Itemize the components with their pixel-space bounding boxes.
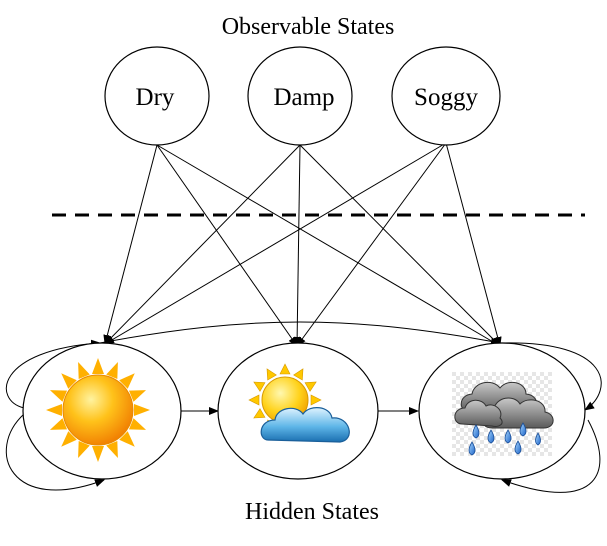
observable-node-dry xyxy=(104,46,210,146)
edge-rainy-self-loop-top xyxy=(499,342,602,411)
edge-soggy-to-rainy xyxy=(445,142,502,347)
sun-icon xyxy=(46,358,150,462)
observable-label-soggy: Soggy xyxy=(414,84,478,111)
observable-state-damp: Damp xyxy=(247,46,353,146)
observable-node-damp xyxy=(247,46,353,146)
emission-edges xyxy=(103,142,502,347)
edge-dry-to-rainy xyxy=(156,144,501,347)
edge-damp-to-rainy xyxy=(299,144,501,347)
observable-state-soggy: Soggy xyxy=(391,46,501,146)
hidden-state-sunny xyxy=(22,342,182,480)
partly-cloudy-icon xyxy=(248,363,350,443)
edge-dry-to-sunny xyxy=(103,144,158,345)
edge-sunny-to-rainy-arc xyxy=(99,321,501,346)
edge-damp-to-sunny xyxy=(104,144,301,345)
edge-soggy-to-sunny xyxy=(104,142,447,345)
hidden-state-cloudy xyxy=(217,342,379,480)
hidden-state-rainy xyxy=(418,342,586,480)
observable-label-damp: Damp xyxy=(273,84,334,111)
rain-cloud-icon xyxy=(452,372,554,456)
edge-sunny-self-loop-top xyxy=(5,339,101,409)
edge-soggy-to-cloudy xyxy=(296,142,447,347)
transition-edges xyxy=(5,321,602,493)
hidden-states-title: Hidden States xyxy=(245,499,379,525)
edge-damp-to-cloudy xyxy=(293,144,302,347)
observable-state-dry: Dry xyxy=(104,46,210,146)
observable-label-dry: Dry xyxy=(136,84,175,111)
edge-rainy-self-loop-bottom xyxy=(501,419,601,493)
observable-node-soggy xyxy=(391,46,501,146)
observable-states-title: Observable States xyxy=(222,14,395,40)
edge-dry-to-cloudy xyxy=(156,144,298,347)
edge-sunny-self-loop-bottom xyxy=(6,413,105,491)
